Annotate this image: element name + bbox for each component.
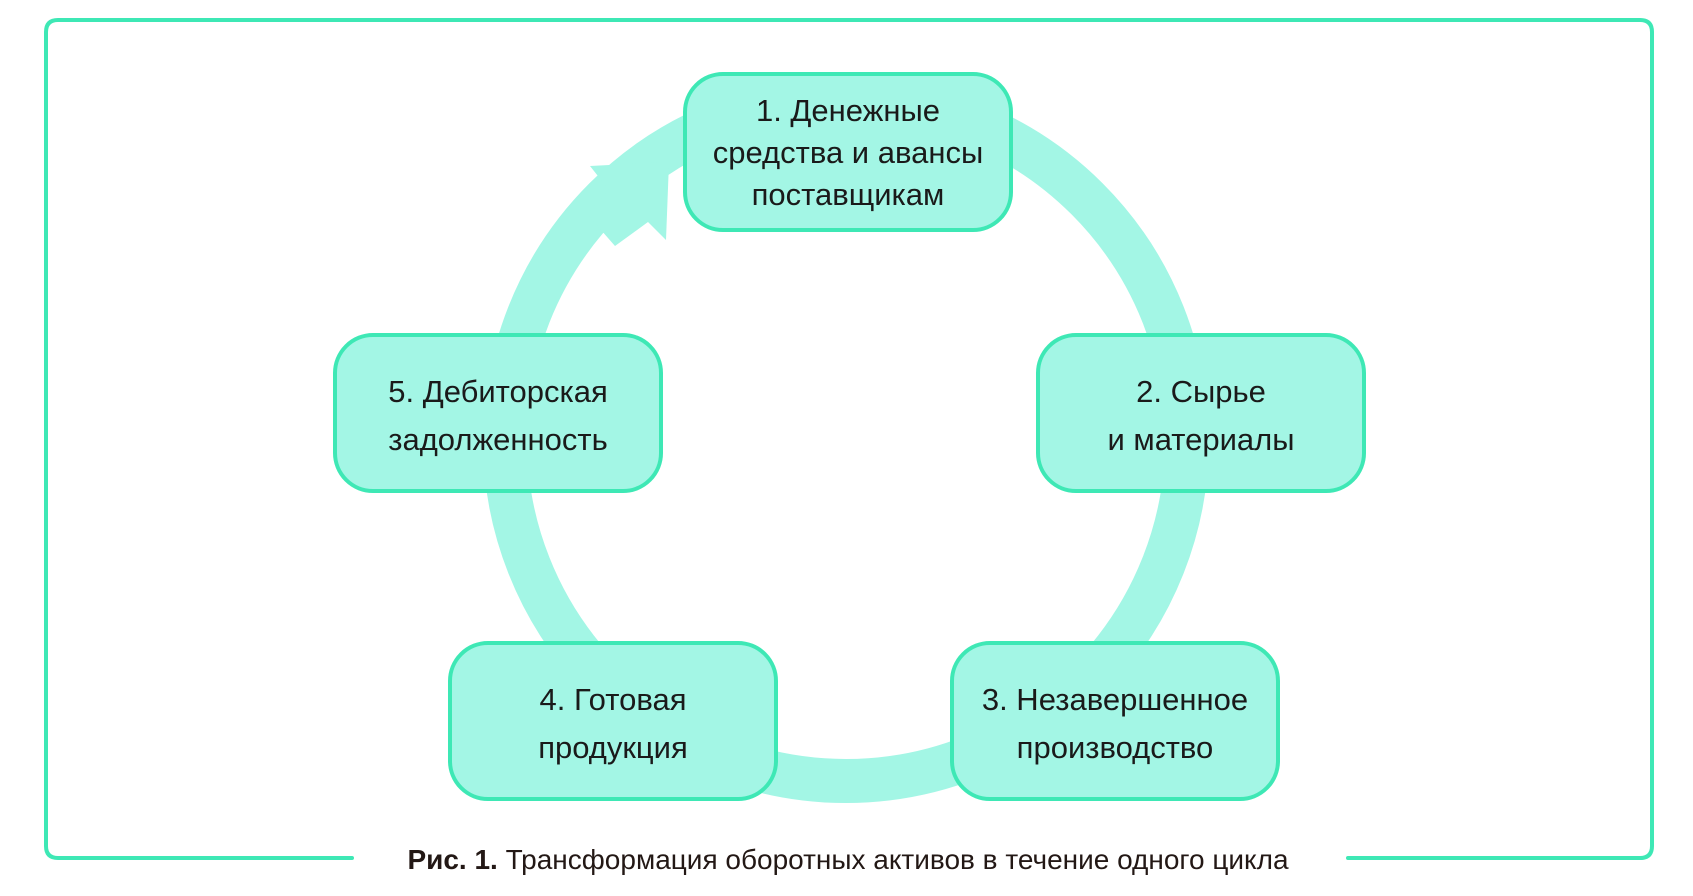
node-1-line-1: 1. Денежные	[756, 93, 940, 128]
node-5-line-1: 5. Дебиторская	[388, 374, 608, 409]
node-3-work-in-progress: 3. Незавершенное производство	[950, 641, 1280, 801]
figure-caption: Рис. 1. Трансформация оборотных активов …	[407, 844, 1288, 875]
caption-text: Трансформация оборотных активов в течени…	[498, 844, 1289, 875]
node-4-line-2: продукция	[538, 730, 688, 765]
node-5-receivables: 5. Дебиторская задолженность	[333, 333, 663, 493]
caption-label: Рис. 1.	[407, 844, 497, 875]
node-2-line-2: и материалы	[1107, 422, 1294, 457]
node-1-line-3: поставщикам	[752, 177, 945, 212]
node-5-line-2: задолженность	[388, 422, 608, 457]
node-2-line-1: 2. Сырье	[1136, 374, 1266, 409]
outer-frame	[44, 18, 1654, 860]
node-4-line-1: 4. Готовая	[540, 682, 687, 717]
node-2-raw-materials: 2. Сырье и материалы	[1036, 333, 1366, 493]
node-1-cash-advances: 1. Денежные средства и авансы поставщика…	[683, 72, 1013, 232]
node-1-line-2: средства и авансы	[713, 135, 984, 170]
node-3-line-2: производство	[1017, 730, 1214, 765]
cycle-arrow-head	[587, 162, 669, 246]
node-4-finished-goods: 4. Готовая продукция	[448, 641, 778, 801]
node-3-line-1: 3. Незавершенное	[982, 682, 1248, 717]
